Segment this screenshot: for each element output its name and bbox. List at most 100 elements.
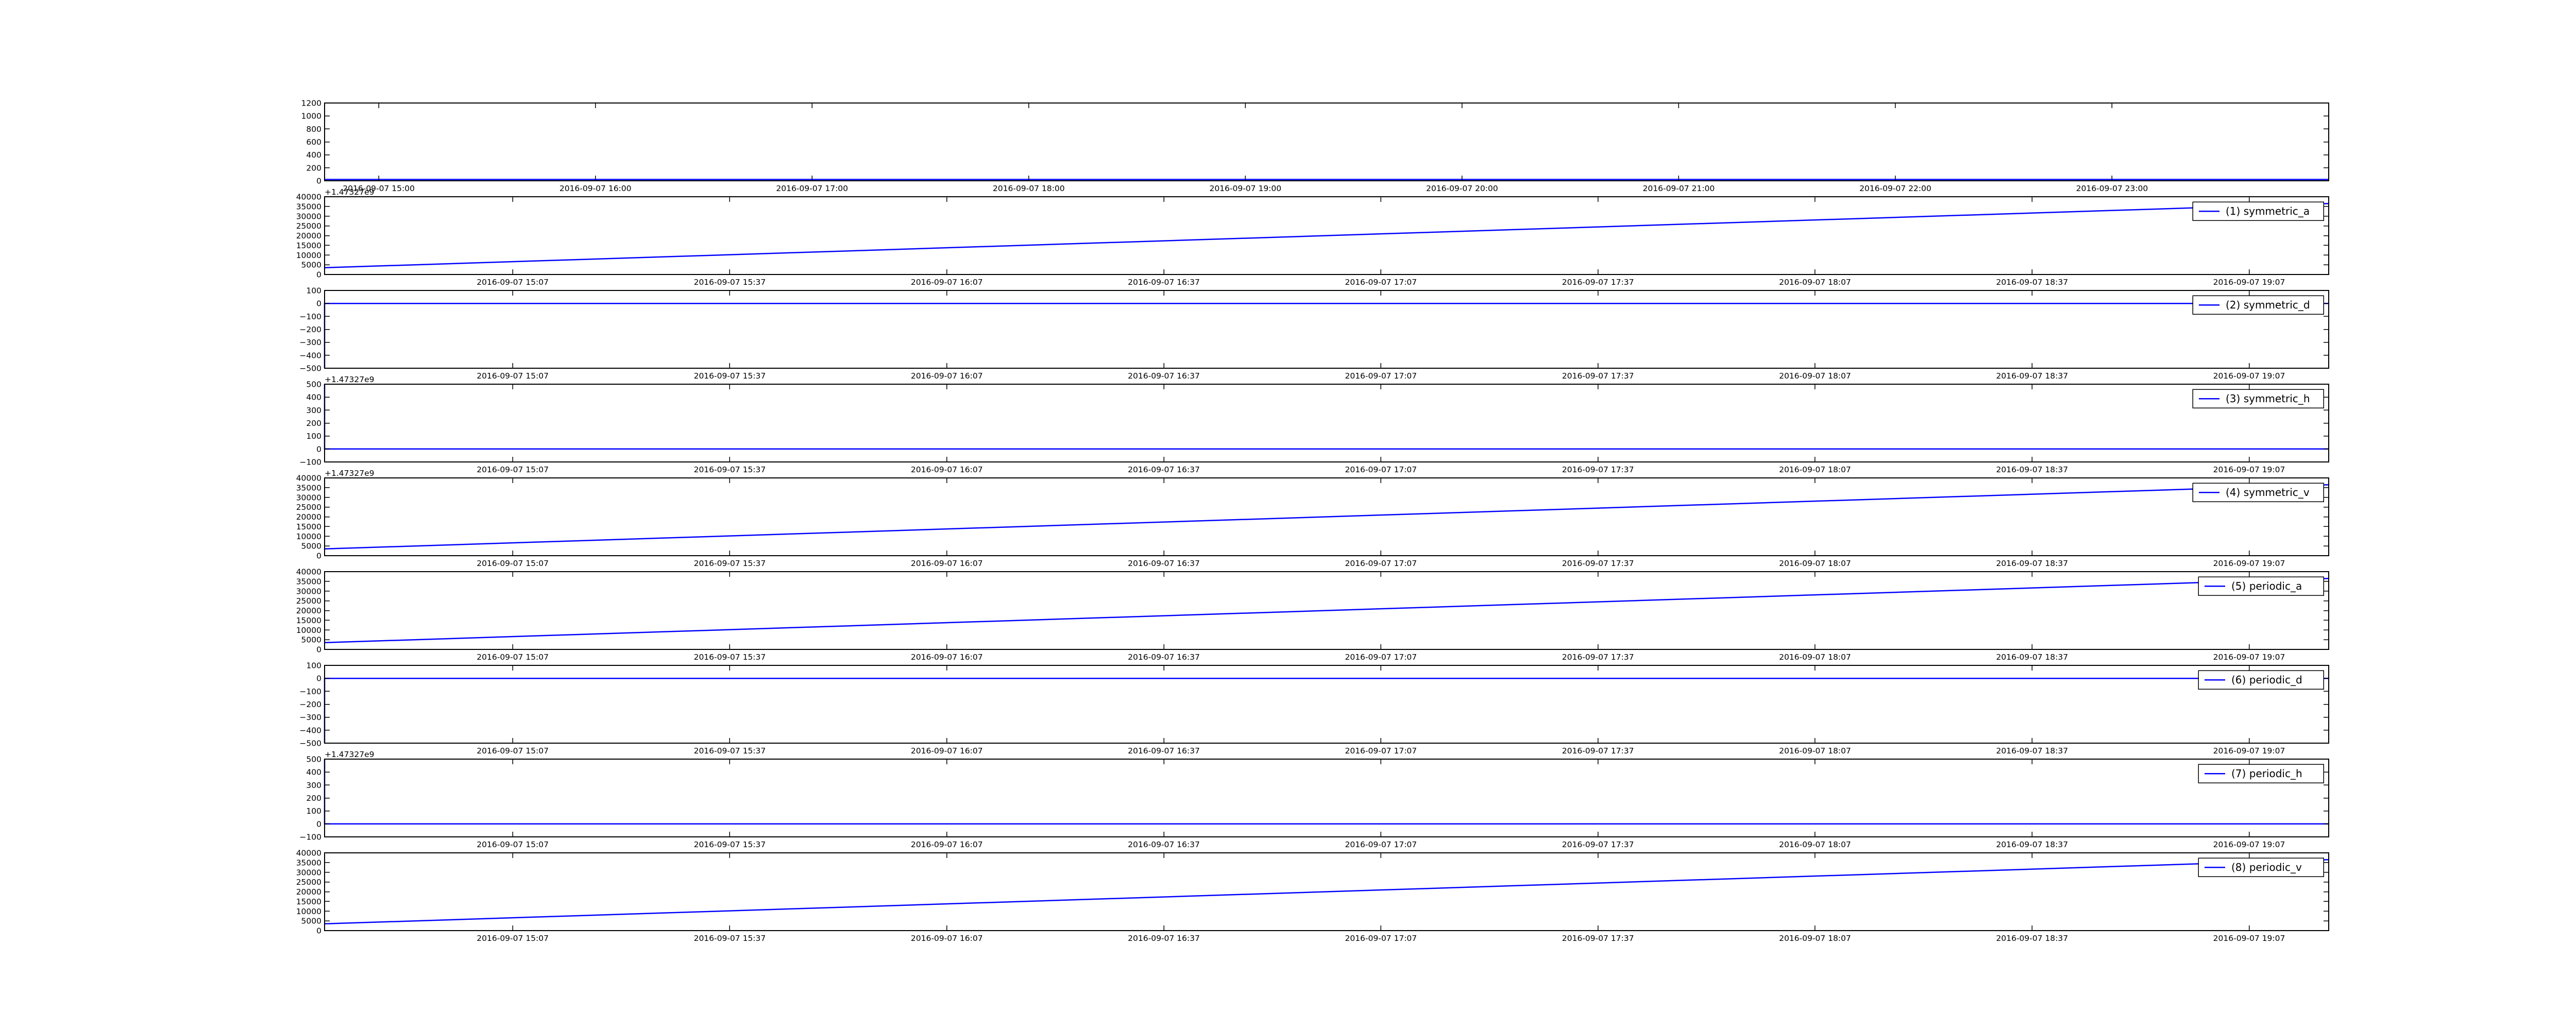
y-tick-label-5-7: 30000 [296,493,321,502]
x-tick-label-7-1: 2016-09-07 15:07 [477,746,549,756]
y-tick-label-8-1: −100 [299,833,321,842]
axes-frame-8 [324,759,2329,837]
y-tick-label-8-7: 500 [306,755,321,764]
y-tick-label-9-2: 5000 [301,917,321,926]
legend-label-3: (2) symmetric_d [2226,299,2310,311]
x-tick-label-9-9: 2016-09-07 19:07 [2213,934,2285,943]
x-tick-label-9-4: 2016-09-07 16:37 [1128,934,1200,943]
x-tick-label-5-4: 2016-09-07 16:37 [1128,559,1200,568]
y-tick-label-3-7: 100 [306,286,321,296]
x-tick-label-8-9: 2016-09-07 19:07 [2213,840,2285,849]
y-tick-label-4-1: −100 [299,458,321,467]
series-line-7-1 [324,677,2329,743]
y-tick-label-2-3: 10000 [296,251,321,260]
x-tick-label-1-8: 2016-09-07 22:00 [1859,184,1931,193]
x-tick-label-8-7: 2016-09-07 18:07 [1779,840,1851,849]
x-tick-label-6-8: 2016-09-07 18:37 [1996,653,2068,662]
x-tick-label-6-7: 2016-09-07 18:07 [1779,653,1851,662]
axes-frame-1 [324,102,2329,181]
x-tick-label-5-9: 2016-09-07 19:07 [2213,559,2285,568]
y-tick-label-4-2: 0 [316,444,321,454]
legend-7: (6) periodic_d [2198,670,2324,690]
y-tick-label-9-9: 40000 [296,849,321,858]
legend-label-2: (1) symmetric_a [2226,205,2310,217]
y-tick-label-6-7: 30000 [296,587,321,596]
y-tick-label-4-5: 300 [306,406,321,415]
x-tick-label-7-8: 2016-09-07 18:37 [1996,746,2068,756]
y-tick-label-6-6: 25000 [296,596,321,606]
x-tick-label-6-4: 2016-09-07 16:37 [1128,653,1200,662]
x-tick-label-2-8: 2016-09-07 18:37 [1996,278,2068,287]
x-tick-label-2-3: 2016-09-07 16:07 [911,278,983,287]
x-tick-label-4-4: 2016-09-07 16:37 [1128,465,1200,474]
y-tick-label-1-4: 600 [306,138,321,147]
y-tick-label-6-2: 5000 [301,636,321,645]
y-tick-label-9-3: 10000 [296,907,321,916]
x-tick-label-4-2: 2016-09-07 15:37 [694,465,766,474]
legend-label-4: (3) symmetric_h [2226,392,2310,405]
x-tick-label-7-2: 2016-09-07 15:37 [694,746,766,756]
x-tick-label-1-2: 2016-09-07 16:00 [560,184,632,193]
x-tick-label-8-5: 2016-09-07 17:07 [1345,840,1417,849]
y-tick-label-8-4: 200 [306,794,321,803]
y-tick-label-2-5: 20000 [296,231,321,241]
x-tick-label-4-3: 2016-09-07 16:07 [911,465,983,474]
y-tick-label-1-1: 0 [316,177,321,186]
legend-label-5: (4) symmetric_v [2226,486,2310,499]
x-tick-label-7-9: 2016-09-07 19:07 [2213,746,2285,756]
subplot-5: 0500010000150002000025000300003500040000… [296,469,2329,568]
x-tick-label-2-7: 2016-09-07 18:07 [1779,278,1851,287]
legend-label-8: (7) periodic_h [2231,767,2302,780]
series-line-5-1 [324,484,2329,550]
y-tick-label-1-2: 200 [306,163,321,173]
y-tick-label-9-8: 35000 [296,858,321,867]
x-tick-label-2-1: 2016-09-07 15:07 [477,278,549,287]
series-line-8-1 [324,759,2329,825]
y-tick-label-2-8: 35000 [296,202,321,211]
legend-label-6: (5) periodic_a [2231,580,2302,592]
subplot-9: 0500010000150002000025000300003500040000… [296,849,2329,943]
axes-frame-7 [324,665,2329,744]
x-tick-label-3-5: 2016-09-07 17:07 [1345,371,1417,381]
legend-6: (5) periodic_a [2198,576,2324,596]
axes-frame-3 [324,290,2329,369]
y-tick-label-8-6: 400 [306,768,321,777]
x-tick-label-8-8: 2016-09-07 18:37 [1996,840,2068,849]
x-tick-label-5-8: 2016-09-07 18:37 [1996,559,2068,568]
offset-label-4: +1.47327e9 [325,375,374,384]
y-tick-label-5-8: 35000 [296,483,321,492]
x-tick-label-6-1: 2016-09-07 15:07 [477,653,549,662]
y-tick-label-4-7: 500 [306,380,321,389]
y-tick-label-9-7: 30000 [296,868,321,877]
x-tick-label-6-2: 2016-09-07 15:37 [694,653,766,662]
x-tick-label-1-6: 2016-09-07 20:00 [1426,184,1498,193]
series-line-3-1 [324,302,2329,368]
y-tick-label-1-5: 800 [306,125,321,134]
x-tick-label-7-4: 2016-09-07 16:37 [1128,746,1200,756]
series-line-4-1 [324,384,2329,450]
x-tick-label-7-6: 2016-09-07 17:37 [1562,746,1634,756]
y-tick-label-6-9: 40000 [296,568,321,577]
y-tick-label-4-6: 400 [306,393,321,402]
x-tick-label-6-9: 2016-09-07 19:07 [2213,653,2285,662]
x-tick-label-9-1: 2016-09-07 15:07 [477,934,549,943]
x-tick-label-6-5: 2016-09-07 17:07 [1345,653,1417,662]
legend-5: (4) symmetric_v [2192,483,2324,502]
y-tick-label-6-8: 35000 [296,577,321,586]
x-tick-label-8-6: 2016-09-07 17:37 [1562,840,1634,849]
legend-3: (2) symmetric_d [2192,295,2324,315]
legend-label-7: (6) periodic_d [2231,674,2302,686]
y-tick-label-4-4: 200 [306,419,321,428]
y-tick-label-3-1: −500 [299,364,321,373]
x-tick-label-8-1: 2016-09-07 15:07 [477,840,549,849]
y-tick-label-5-6: 25000 [296,503,321,512]
y-tick-label-8-3: 100 [306,806,321,816]
x-tick-label-7-5: 2016-09-07 17:07 [1345,746,1417,756]
x-tick-label-6-3: 2016-09-07 16:07 [911,653,983,662]
x-tick-label-5-2: 2016-09-07 15:37 [694,559,766,568]
x-tick-label-6-6: 2016-09-07 17:37 [1562,653,1634,662]
y-tick-label-5-5: 20000 [296,512,321,522]
x-tick-label-2-4: 2016-09-07 16:37 [1128,278,1200,287]
y-tick-label-1-6: 1000 [301,112,321,121]
